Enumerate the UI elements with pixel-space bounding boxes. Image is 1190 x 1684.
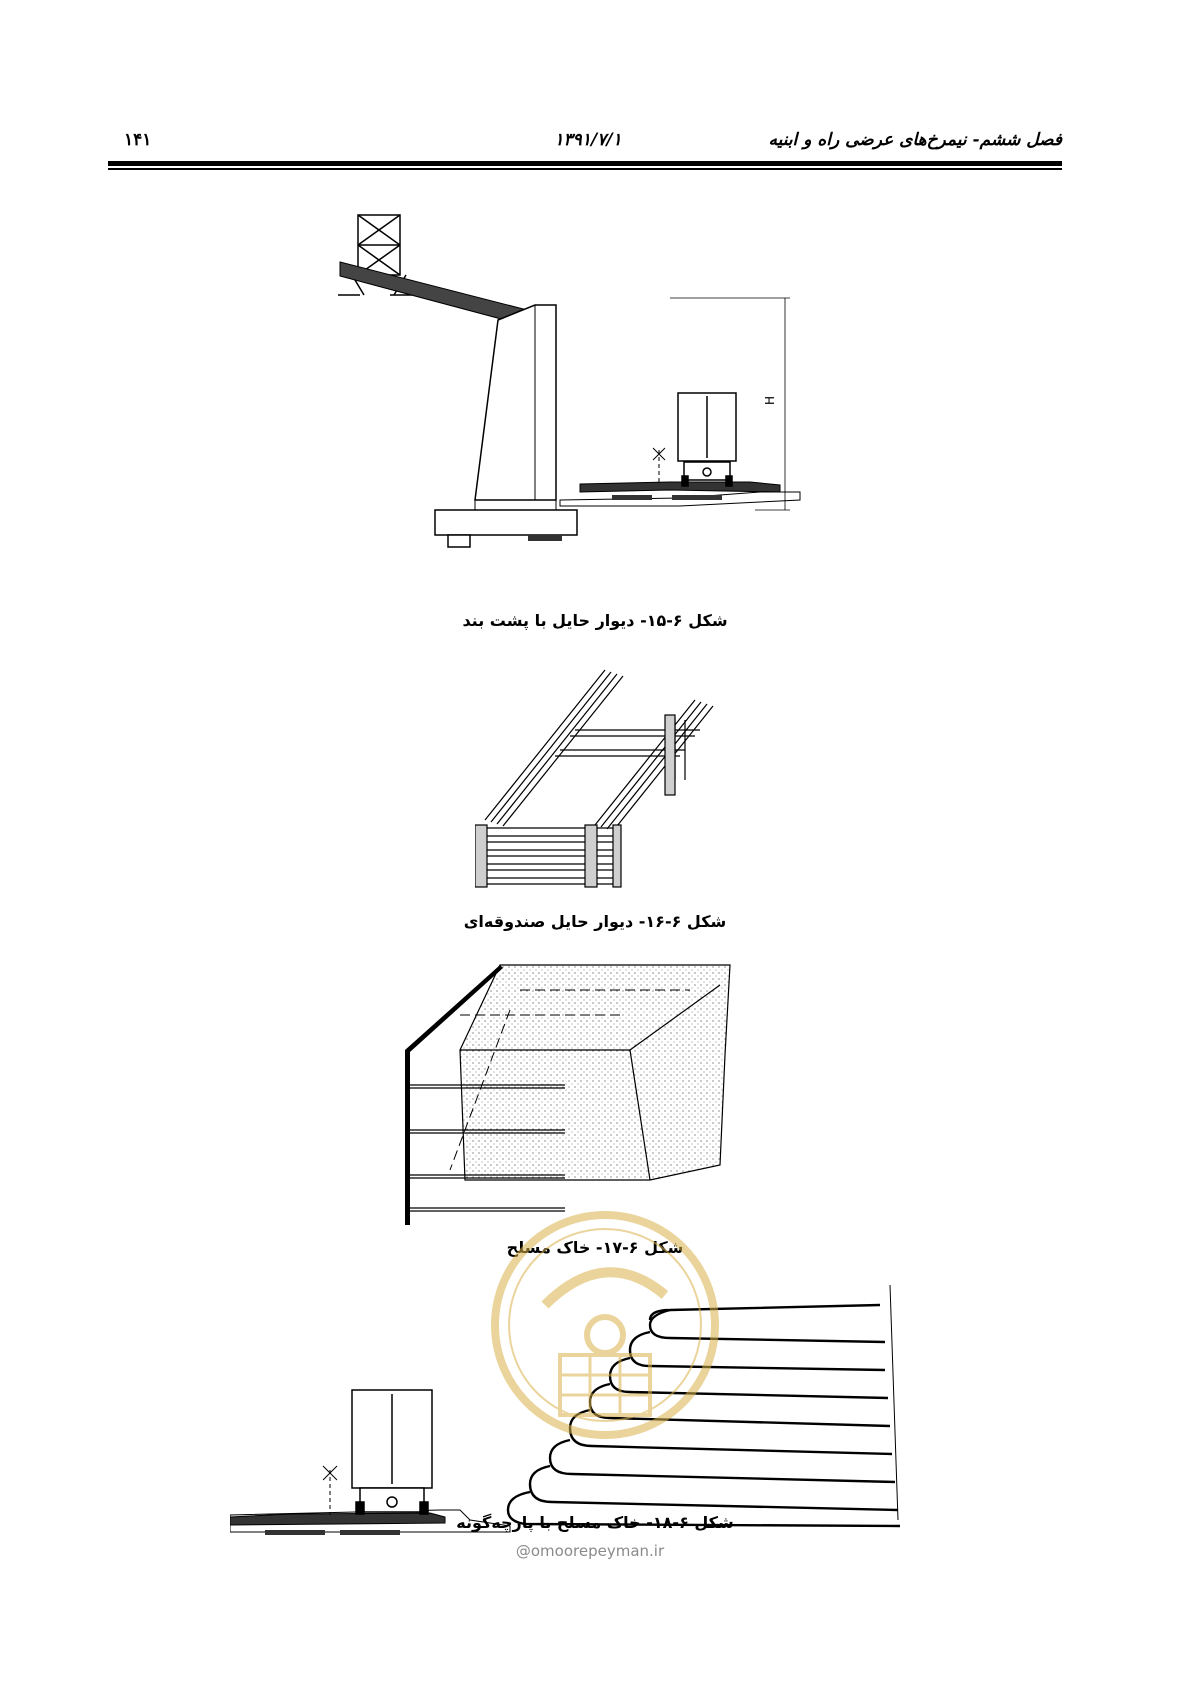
centerline-mark xyxy=(652,447,666,485)
wall-stem xyxy=(474,304,557,501)
crib-front-stack xyxy=(480,827,620,885)
height-label: H xyxy=(763,396,777,405)
watermark-logo xyxy=(491,1211,719,1439)
page-number: ۱۴۱ xyxy=(124,130,152,150)
facing-panel xyxy=(405,965,503,1225)
figure-reinforced-earth xyxy=(405,964,731,1225)
figure-caption-16: شکل ۶-۱۶- دیوار حایل صندوقه‌ای xyxy=(463,912,727,931)
truck-icon xyxy=(677,392,737,487)
page-header: فصل ششم- نیمرخ‌های عرضی راه و ابنیه ۱۳۹۱… xyxy=(108,120,1062,160)
reinforcement-strips xyxy=(410,1084,565,1212)
figure-caption-18: شکل ۶-۱۸- خاک مسلح با پارچه‌گونه xyxy=(456,1513,734,1532)
watermark-url: @omoorepeyman.ir xyxy=(515,1542,665,1560)
wall-footing xyxy=(434,509,578,536)
road-pavement-2 xyxy=(230,1512,446,1526)
header-rule-thick xyxy=(108,161,1062,166)
centerline-mark-2 xyxy=(322,1465,338,1515)
figure-buttress-wall: H xyxy=(338,214,801,548)
figure-caption-15: شکل ۶-۱۵- دیوار حایل با پشت بند xyxy=(462,611,728,630)
header-rule-thin xyxy=(108,168,1062,170)
figure-crib-wall xyxy=(475,669,714,888)
soil-mass xyxy=(459,964,731,1181)
chapter-title: فصل ششم- نیمرخ‌های عرضی راه و ابنیه xyxy=(768,130,1062,150)
road-pavement xyxy=(579,481,781,493)
header-date: ۱۳۹۱/۷/۱ xyxy=(554,130,622,150)
figure-geotextile-earth xyxy=(230,1284,901,1535)
truck-icon-2 xyxy=(351,1389,433,1515)
